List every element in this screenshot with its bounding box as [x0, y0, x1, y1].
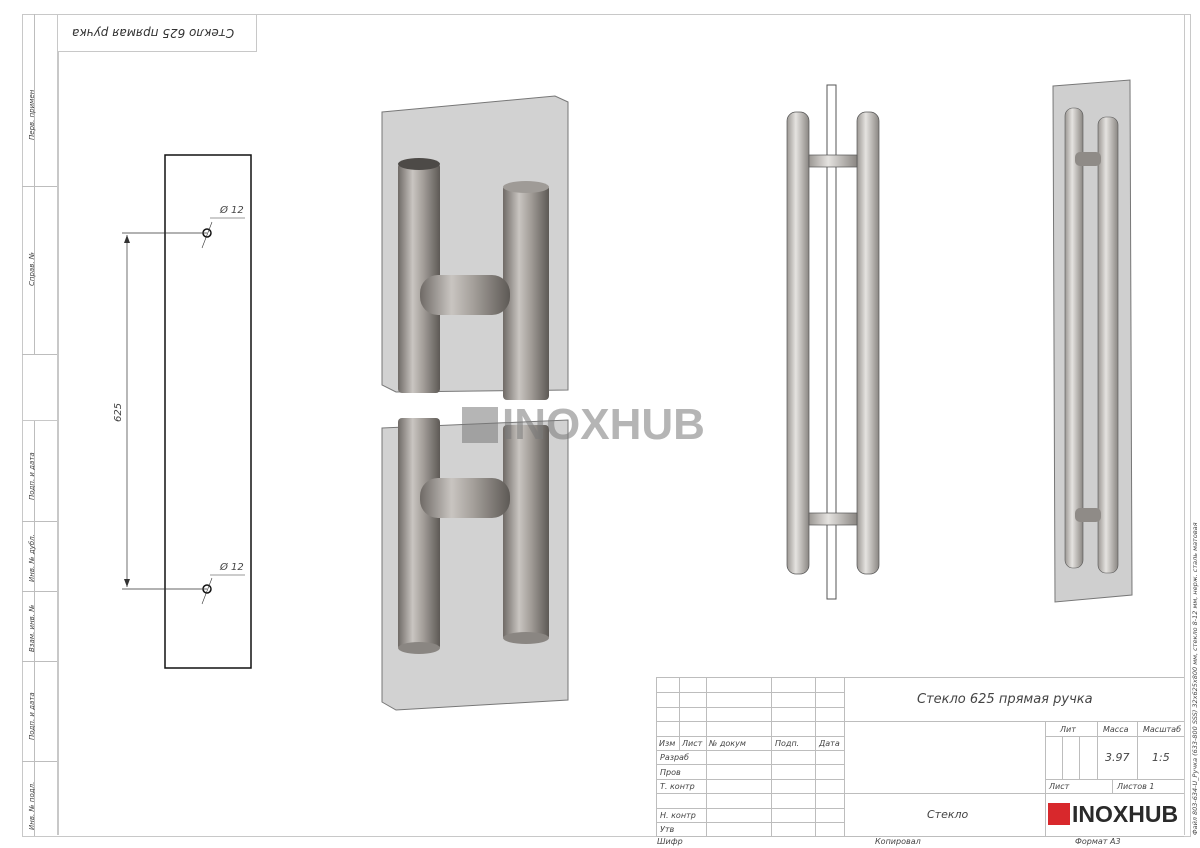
- format-label: Формат A3: [1075, 837, 1121, 846]
- hole-dimension-bottom: Ø 12: [220, 562, 244, 573]
- header-list: Лист: [682, 739, 703, 748]
- side-stamp-bottom: [22, 420, 57, 836]
- exploded-iso-view: [381, 95, 569, 711]
- glass-front-view: [122, 154, 252, 669]
- file-note: Файл 803-634-U_Ручка (633-800 SSS) 32x62…: [1191, 522, 1199, 835]
- header-lit: Лит: [1060, 725, 1076, 734]
- side-stamp-top: [22, 14, 58, 355]
- mirrored-title-box: Стекло 625 прямая ручка: [57, 14, 257, 52]
- role-developer: Разраб: [660, 753, 689, 762]
- header-doc-no: № докум: [709, 739, 746, 748]
- spacing-dimension: 625: [113, 402, 124, 422]
- role-tech-control: Т. контр: [660, 782, 695, 791]
- material: Стекло: [927, 808, 969, 821]
- watermark: INOXHUB: [462, 400, 705, 450]
- logo-mark-icon: [1048, 803, 1070, 825]
- drawing-title: Стекло 625 прямая ручка: [917, 692, 1093, 707]
- back-iso-view: [1052, 79, 1133, 603]
- role-approver: Утв: [660, 825, 675, 834]
- mass-value: 3.97: [1105, 751, 1130, 764]
- header-scale: Масштаб: [1143, 725, 1182, 734]
- header-izm: Изм: [659, 739, 676, 748]
- role-checker: Пров: [660, 768, 681, 777]
- cipher-label: Шифр: [657, 837, 683, 846]
- copied-label: Копировал: [875, 837, 921, 846]
- hole-dimension-top: Ø 12: [220, 205, 244, 216]
- side-view: [786, 84, 880, 600]
- sheets-count: Листов 1: [1117, 782, 1155, 791]
- watermark-logo-icon: [462, 407, 498, 443]
- header-sign: Подп.: [775, 739, 800, 748]
- outer-frame: [22, 14, 1191, 837]
- sheet-label: Лист: [1049, 782, 1070, 791]
- role-norm-control: Н. контр: [660, 811, 696, 820]
- scale-value: 1:5: [1152, 751, 1170, 764]
- header-date: Дата: [819, 739, 840, 748]
- header-mass: Масса: [1103, 725, 1129, 734]
- title-block: Стекло 625 прямая ручка Изм Лист № докум…: [656, 677, 1184, 837]
- company-logo: INOXHUB: [1048, 801, 1178, 827]
- inner-frame: [57, 14, 1185, 835]
